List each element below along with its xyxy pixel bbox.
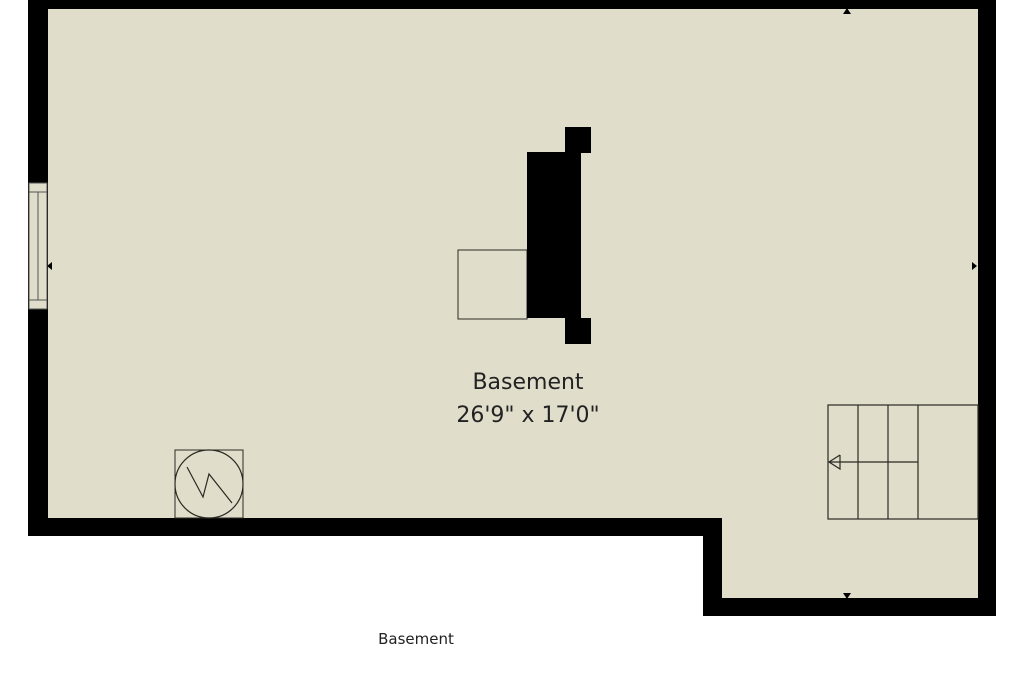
dimension-marker-left-icon [47, 262, 52, 270]
room-floor [48, 9, 978, 598]
water-heater-icon [174, 449, 244, 519]
stairs-direction-arrow-icon [827, 454, 841, 471]
room-dimensions: 26'9" x 17'0" [456, 403, 599, 428]
stairs [827, 404, 979, 520]
room-name: Basement [472, 370, 583, 395]
fireplace [457, 127, 591, 344]
dimension-marker-right-icon [972, 262, 977, 270]
floor-caption: Basement [378, 630, 454, 648]
dimension-marker-bottom-icon [843, 593, 851, 599]
window [28, 182, 48, 310]
dimension-marker-top-icon [843, 8, 851, 14]
